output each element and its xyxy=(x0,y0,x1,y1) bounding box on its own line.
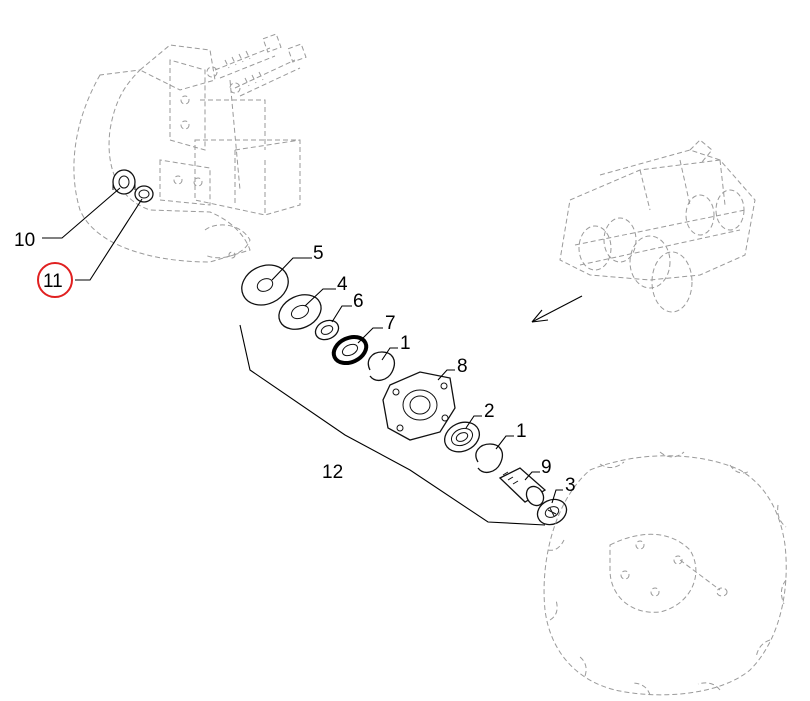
assembly-bracket-12 xyxy=(239,324,546,526)
leader-lines xyxy=(42,187,563,504)
highlight-circle-11 xyxy=(37,262,73,298)
part-10-nut xyxy=(112,169,136,195)
part-9-shaft xyxy=(498,467,547,507)
callout-9: 9 xyxy=(541,457,552,478)
part-1-circlip-upper xyxy=(367,351,396,382)
callout-5: 5 xyxy=(313,243,324,264)
callout-1-lower: 1 xyxy=(516,421,527,442)
callout-4: 4 xyxy=(337,274,348,295)
callout-12: 12 xyxy=(322,462,343,483)
callout-8: 8 xyxy=(457,356,468,377)
part-6-spacer xyxy=(314,319,340,341)
part-11-washer xyxy=(134,185,154,203)
part-2-bearing xyxy=(443,421,481,453)
inset-harrow-overview xyxy=(559,139,756,313)
callout-11: 11 xyxy=(43,271,63,292)
callout-10: 10 xyxy=(14,230,35,251)
callout-1-upper: 1 xyxy=(400,333,411,354)
callout-labels: 10 11 5 4 6 7 1 8 2 1 9 3 12 xyxy=(14,230,576,496)
callout-3: 3 xyxy=(565,475,576,496)
callout-7: 7 xyxy=(385,313,396,334)
part-4-washer xyxy=(278,294,322,330)
callout-6: 6 xyxy=(353,291,364,312)
part-1-circlip-lower xyxy=(475,443,504,474)
disc-blade xyxy=(543,451,787,696)
top-bolts xyxy=(206,33,307,97)
part-8-housing xyxy=(382,371,456,441)
frame-arm xyxy=(73,44,301,263)
part-7-seal xyxy=(331,334,369,366)
direction-arrow xyxy=(531,295,583,323)
part-3-cap xyxy=(536,498,568,526)
callout-2: 2 xyxy=(484,401,495,422)
